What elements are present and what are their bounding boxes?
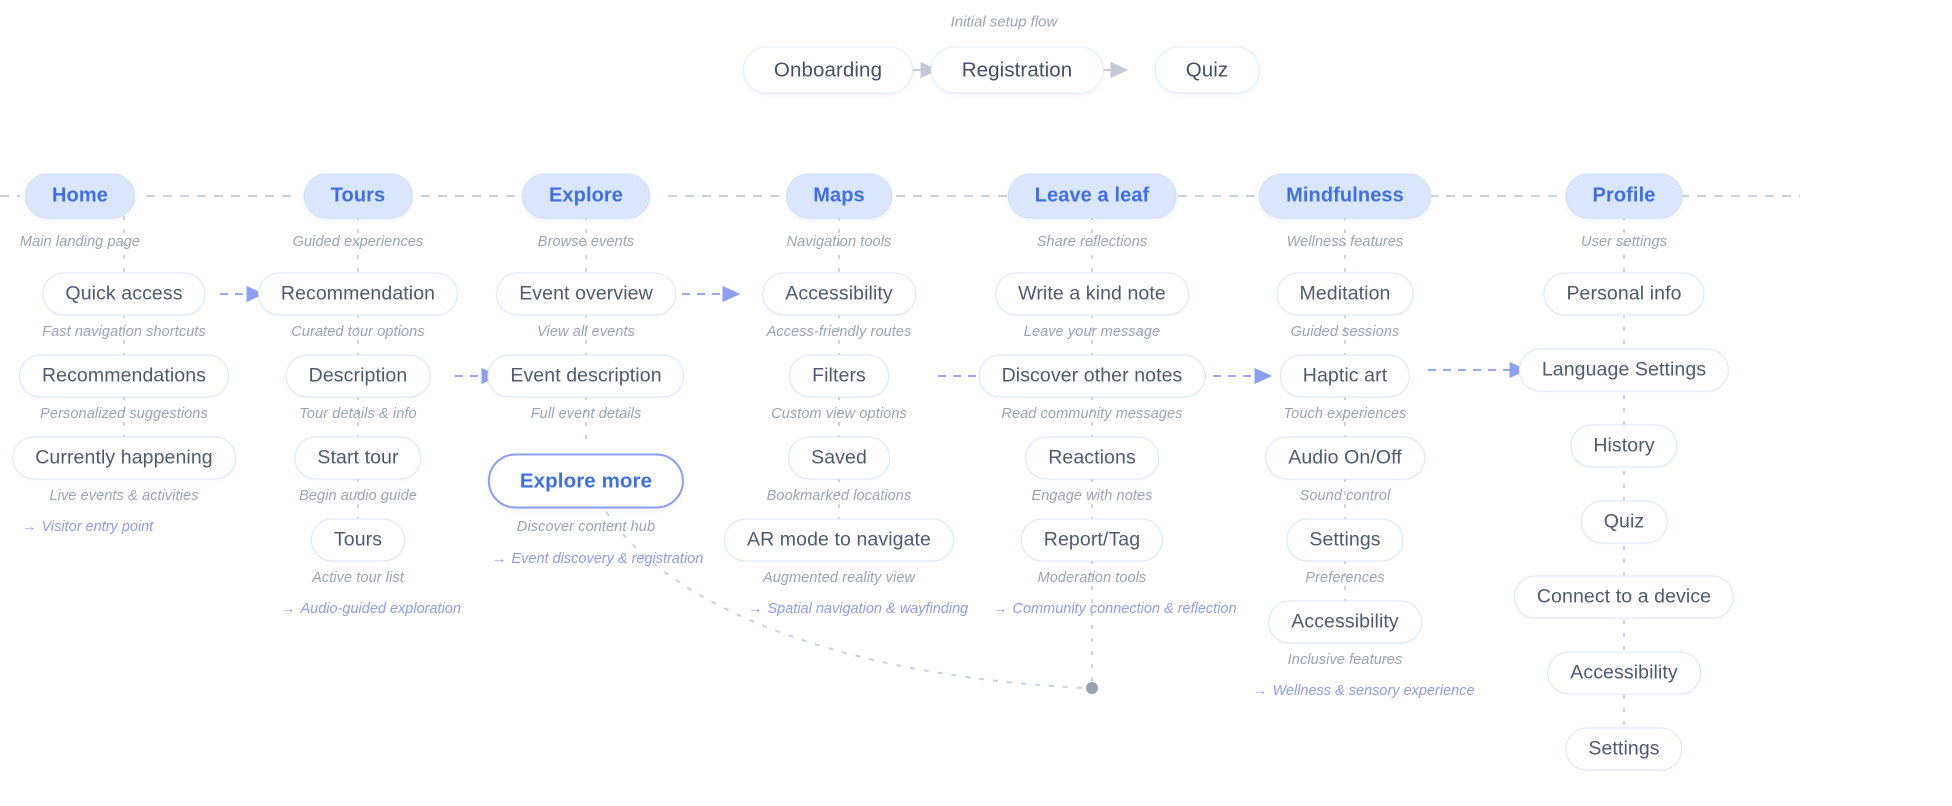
setup-flow-label: Initial setup flow: [950, 13, 1058, 31]
caption-maps-accessibility: Access-friendly routes: [766, 324, 912, 340]
arrow-icon: →: [1253, 683, 1268, 699]
caption-filters: Custom view options: [771, 406, 907, 422]
caption-meditation: Guided sessions: [1290, 324, 1400, 340]
column-header-leave-a-leaf[interactable]: Leave a leaf: [1007, 173, 1177, 219]
caption-event-overview: View all events: [537, 324, 635, 340]
caption-description: Tour details & info: [299, 406, 417, 422]
caption-start-tour: Begin audio guide: [299, 488, 417, 504]
node-profile-accessibility[interactable]: Accessibility: [1547, 651, 1701, 695]
node-write-a-kind-note[interactable]: Write a kind note: [995, 272, 1189, 316]
node-maps-accessibility[interactable]: Accessibility: [762, 272, 916, 316]
footnote-leave-a-leaf: →Community connection & reflection: [993, 601, 1237, 617]
node-profile-settings[interactable]: Settings: [1565, 727, 1683, 771]
caption-reactions: Engage with notes: [1031, 488, 1153, 504]
column-header-mindfulness[interactable]: Mindfulness: [1259, 173, 1431, 219]
caption-saved: Bookmarked locations: [766, 488, 912, 504]
node-tours[interactable]: Tours: [310, 518, 406, 562]
node-recommendation[interactable]: Recommendation: [257, 272, 459, 316]
caption-mindfulness-accessibility: Inclusive features: [1287, 652, 1403, 668]
node-connect-to-a-device[interactable]: Connect to a device: [1513, 575, 1735, 619]
curve-endpoint-dot: [1086, 682, 1098, 694]
node-profile-quiz[interactable]: Quiz: [1580, 500, 1668, 544]
node-report-tag[interactable]: Report/Tag: [1020, 518, 1164, 562]
node-mindfulness-settings[interactable]: Settings: [1286, 518, 1404, 562]
column-header-maps[interactable]: Maps: [786, 173, 892, 219]
caption-write-a-kind-note: Leave your message: [1023, 324, 1161, 340]
arrow-icon: →: [748, 601, 763, 617]
caption-recommendations: Personalized suggestions: [40, 406, 208, 422]
node-discover-other-notes[interactable]: Discover other notes: [978, 354, 1206, 398]
node-recommendations[interactable]: Recommendations: [18, 354, 230, 398]
arrow-icon: →: [22, 519, 37, 535]
column-caption-maps: Navigation tools: [786, 234, 892, 250]
node-currently-happening[interactable]: Currently happening: [12, 436, 236, 480]
node-haptic-art[interactable]: Haptic art: [1279, 354, 1411, 398]
caption-currently-happening: Live events & activities: [49, 488, 199, 504]
node-history[interactable]: History: [1570, 424, 1678, 468]
node-saved[interactable]: Saved: [788, 436, 890, 480]
node-description[interactable]: Description: [285, 354, 431, 398]
node-quick-access[interactable]: Quick access: [42, 272, 206, 316]
footnote-explore: →Event discovery & registration: [492, 551, 704, 567]
column-header-explore[interactable]: Explore: [521, 173, 651, 219]
caption-mindfulness-settings: Preferences: [1305, 570, 1385, 586]
node-event-overview[interactable]: Event overview: [496, 272, 676, 316]
column-header-profile[interactable]: Profile: [1565, 173, 1683, 219]
node-meditation[interactable]: Meditation: [1276, 272, 1414, 316]
flow-node-quiz[interactable]: Quiz: [1154, 46, 1260, 94]
column-caption-tours: Guided experiences: [292, 234, 424, 250]
column-caption-explore: Browse events: [537, 234, 635, 250]
footnote-tours: →Audio-guided exploration: [281, 601, 461, 617]
column-caption-leave-a-leaf: Share reflections: [1036, 234, 1148, 250]
column-caption-profile: User settings: [1581, 234, 1667, 250]
node-explore-more[interactable]: Explore more: [487, 453, 685, 509]
arrow-icon: →: [993, 601, 1008, 617]
arrow-icon: →: [281, 601, 296, 617]
node-language-settings[interactable]: Language Settings: [1518, 348, 1730, 392]
column-header-home[interactable]: Home: [25, 173, 135, 219]
arrow-icon: →: [492, 551, 507, 567]
footnote-home: →Visitor entry point: [22, 519, 154, 535]
caption-recommendation: Curated tour options: [291, 324, 425, 340]
footnote-maps: →Spatial navigation & wayfinding: [748, 601, 969, 617]
column-header-tours[interactable]: Tours: [303, 173, 413, 219]
column-caption-home: Main landing page: [19, 234, 141, 250]
footnote-mindfulness: →Wellness & sensory experience: [1253, 683, 1475, 699]
caption-audio-on-off: Sound control: [1299, 488, 1391, 504]
caption-ar-mode: Augmented reality view: [762, 570, 916, 586]
caption-tours: Active tour list: [312, 570, 404, 586]
caption-report-tag: Moderation tools: [1037, 570, 1147, 586]
node-mindfulness-accessibility[interactable]: Accessibility: [1268, 600, 1422, 644]
node-ar-mode[interactable]: AR mode to navigate: [723, 518, 955, 562]
caption-discover-other-notes: Read community messages: [1001, 406, 1183, 422]
caption-haptic-art: Touch experiences: [1283, 406, 1407, 422]
node-start-tour[interactable]: Start tour: [294, 436, 422, 480]
caption-event-description: Full event details: [530, 406, 642, 422]
node-reactions[interactable]: Reactions: [1025, 436, 1159, 480]
node-filters[interactable]: Filters: [789, 354, 889, 398]
node-event-description[interactable]: Event description: [487, 354, 685, 398]
node-personal-info[interactable]: Personal info: [1543, 272, 1705, 316]
flow-node-registration[interactable]: Registration: [930, 46, 1104, 94]
column-caption-mindfulness: Wellness features: [1286, 234, 1404, 250]
node-audio-on-off[interactable]: Audio On/Off: [1265, 436, 1425, 480]
caption-explore-more: Discover content hub: [516, 519, 656, 535]
caption-quick-access: Fast navigation shortcuts: [42, 324, 206, 340]
flow-node-onboarding[interactable]: Onboarding: [742, 46, 914, 94]
